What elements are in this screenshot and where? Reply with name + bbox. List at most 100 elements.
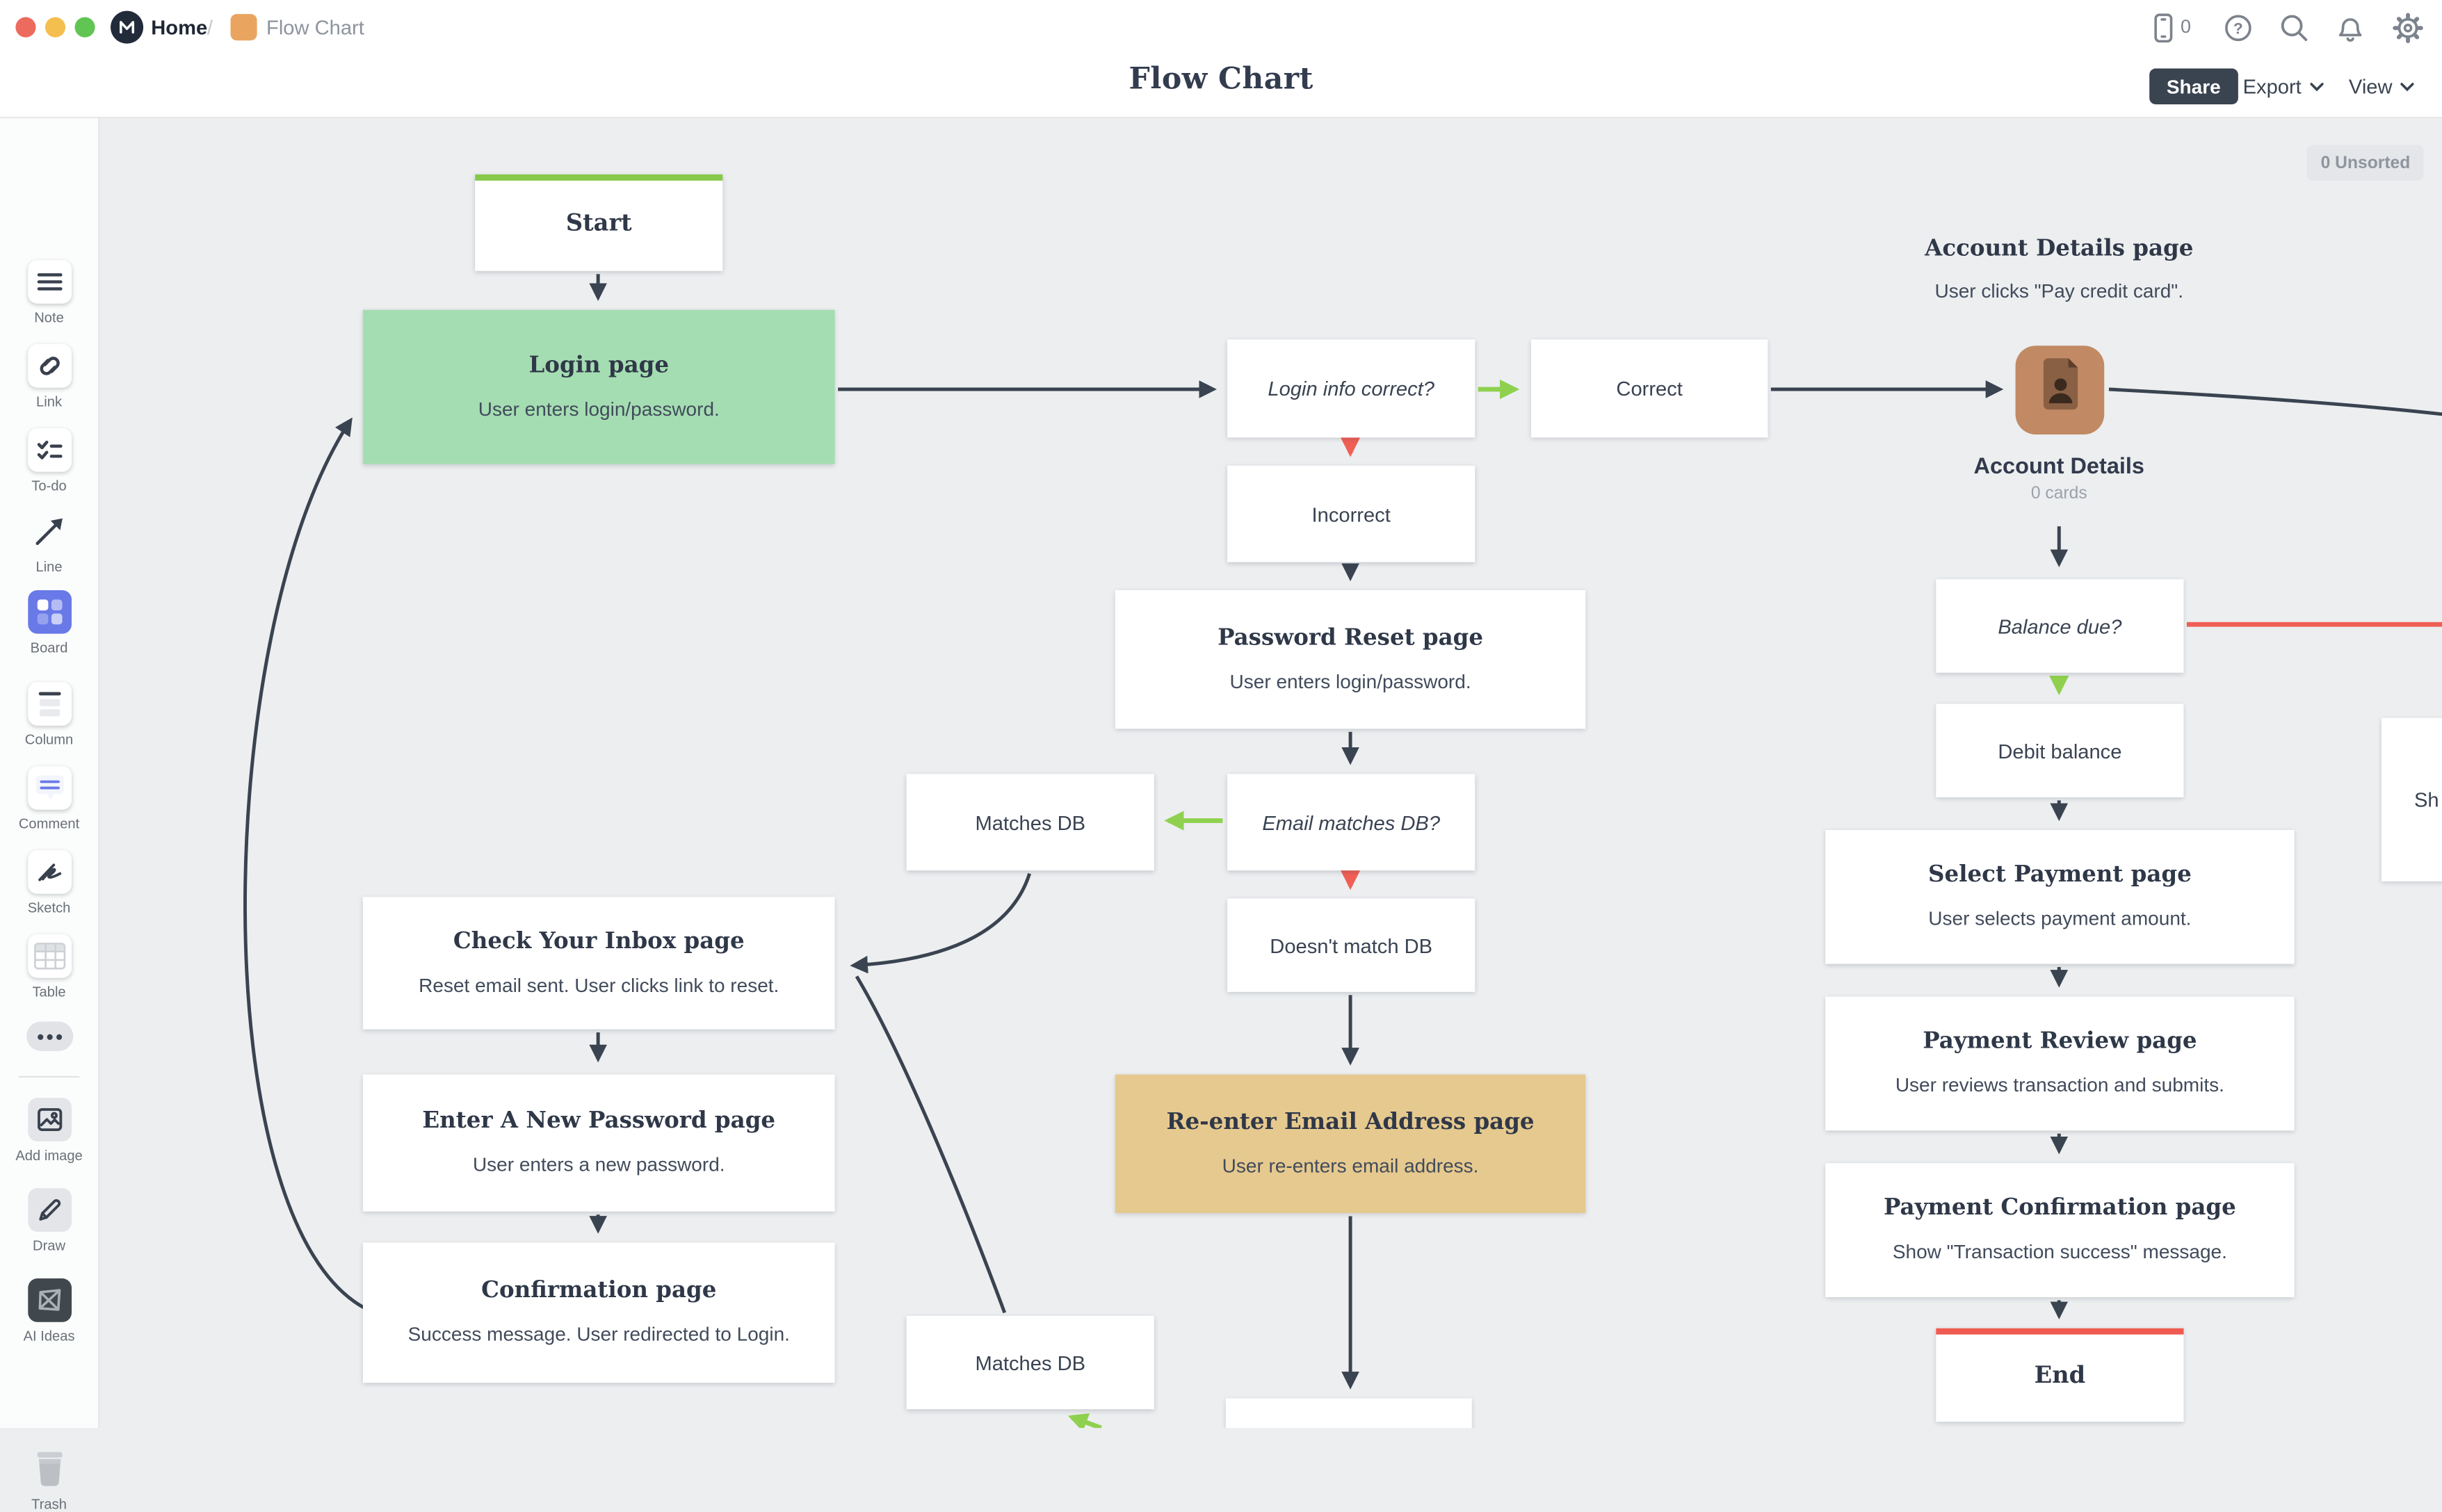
tool-todo-button[interactable]: To-do <box>0 428 98 494</box>
window-zoom-button[interactable] <box>74 17 95 38</box>
tool-label: Trash <box>31 1496 67 1512</box>
node-label: Debit balance <box>1998 738 2122 763</box>
node-label: Email matches DB? <box>1262 810 1441 834</box>
node-correct[interactable]: Correct <box>1530 339 1768 438</box>
tool-sketch-button[interactable]: Sketch <box>0 850 98 916</box>
node-title: Enter A New Password page <box>422 1107 776 1135</box>
node-label: Correct <box>1616 377 1683 400</box>
account-details-page-heading[interactable]: Account Details page <box>1925 235 2194 262</box>
node-label: Balance due? <box>1998 614 2122 638</box>
node-email-matches-db[interactable]: Email matches DB? <box>1227 774 1475 871</box>
node-body: Show "Transaction success" message. <box>1892 1242 2227 1264</box>
column-icon <box>27 682 71 726</box>
node-end[interactable]: End <box>1936 1328 2184 1422</box>
chevron-down-icon <box>2400 82 2414 91</box>
window-minimize-button[interactable] <box>45 17 66 38</box>
node-login-info-correct[interactable]: Login info correct? <box>1227 339 1475 438</box>
trash-icon <box>27 1447 71 1490</box>
mobile-device-icon[interactable] <box>2146 11 2181 45</box>
node-label: Sh <box>2414 788 2439 812</box>
tool-link-button[interactable]: Link <box>0 344 98 409</box>
tool-note-button[interactable]: Note <box>0 260 98 325</box>
breadcrumb-current-board[interactable]: Flow Chart <box>266 15 364 39</box>
export-label: Export <box>2242 74 2302 99</box>
node-accent-strip <box>1936 1328 2184 1335</box>
tool-label: Draw <box>33 1237 66 1254</box>
todo-icon <box>27 428 71 472</box>
settings-gear-icon[interactable] <box>2391 11 2425 45</box>
node-partial-bottom[interactable] <box>1225 1398 1472 1429</box>
node-matches-db-top[interactable]: Matches DB <box>906 774 1154 871</box>
tool-column-button[interactable]: Column <box>0 682 98 747</box>
node-title: Confirmation page <box>481 1277 717 1304</box>
unsorted-count-badge[interactable]: 0 Unsorted <box>2306 145 2425 181</box>
account-details-note[interactable]: User clicks "Pay credit card". <box>1934 280 2184 302</box>
node-title: Payment Confirmation page <box>1884 1194 2236 1221</box>
line-icon <box>27 509 71 553</box>
node-start[interactable]: Start <box>475 174 723 271</box>
tool-table-button[interactable]: Table <box>0 934 98 1000</box>
export-menu-button[interactable]: Export <box>2243 69 2324 105</box>
help-icon[interactable]: ? <box>2221 11 2255 45</box>
tool-line-button[interactable]: Line <box>0 509 98 575</box>
node-label: Login info correct? <box>1268 377 1434 400</box>
view-menu-button[interactable]: View <box>2349 69 2414 105</box>
tool-comment-button[interactable]: Comment <box>0 766 98 831</box>
node-incorrect[interactable]: Incorrect <box>1227 465 1475 562</box>
breadcrumb-home[interactable]: Home <box>151 15 208 39</box>
more-icon <box>25 1021 73 1051</box>
tool-more-button[interactable] <box>0 1021 98 1051</box>
tool-label: Add image <box>15 1147 83 1164</box>
notifications-bell-icon[interactable] <box>2334 11 2368 45</box>
account-details-card-count: 0 cards <box>2030 484 2087 503</box>
milanote-logo-icon[interactable] <box>111 10 144 44</box>
document-person-icon <box>2037 358 2083 422</box>
page-title: Flow Chart <box>1129 62 1313 97</box>
board-icon <box>27 590 71 634</box>
tool-label: Line <box>35 559 63 575</box>
tool-label: Table <box>32 984 66 1000</box>
tool-add-image-button[interactable]: Add image <box>0 1098 98 1163</box>
chevron-down-icon <box>2309 82 2323 91</box>
node-title: Login page <box>528 351 670 378</box>
tool-trash-button[interactable]: Trash <box>0 1447 98 1512</box>
node-balance-due[interactable]: Balance due? <box>1936 579 2184 673</box>
svg-text:?: ? <box>2233 19 2243 37</box>
tool-label: Column <box>24 731 74 748</box>
account-details-board-label[interactable]: Account Details <box>1973 455 2145 480</box>
search-icon[interactable] <box>2277 11 2311 45</box>
node-title: Re-enter Email Address page <box>1166 1108 1535 1135</box>
device-count: 0 <box>2181 15 2191 38</box>
tool-label: Note <box>34 309 64 326</box>
node-label: Matches DB <box>975 1351 1086 1374</box>
tool-board-button[interactable]: Board <box>0 590 98 656</box>
tool-ai-ideas-button[interactable]: AI Ideas <box>0 1278 98 1344</box>
node-title: Start <box>565 208 632 236</box>
node-body: User enters a new password. <box>472 1154 725 1177</box>
node-doesnt-match-db[interactable]: Doesn't match DB <box>1227 898 1475 992</box>
view-label: View <box>2348 74 2393 99</box>
node-label: Doesn't match DB <box>1270 933 1433 957</box>
node-matches-db-bottom[interactable]: Matches DB <box>906 1315 1154 1410</box>
share-button[interactable]: Share <box>2149 68 2238 105</box>
node-debit-balance[interactable]: Debit balance <box>1936 704 2184 797</box>
node-body: Success message. User redirected to Logi… <box>407 1324 790 1347</box>
window-close-button[interactable] <box>15 17 36 38</box>
account-details-board-icon[interactable] <box>2015 346 2105 434</box>
node-partial-right[interactable]: Sh <box>2381 717 2442 881</box>
board-color-icon <box>230 14 257 41</box>
toolbar-divider <box>18 1075 80 1078</box>
table-icon <box>27 934 71 978</box>
tool-draw-button[interactable]: Draw <box>0 1188 98 1253</box>
draw-icon <box>27 1188 71 1232</box>
